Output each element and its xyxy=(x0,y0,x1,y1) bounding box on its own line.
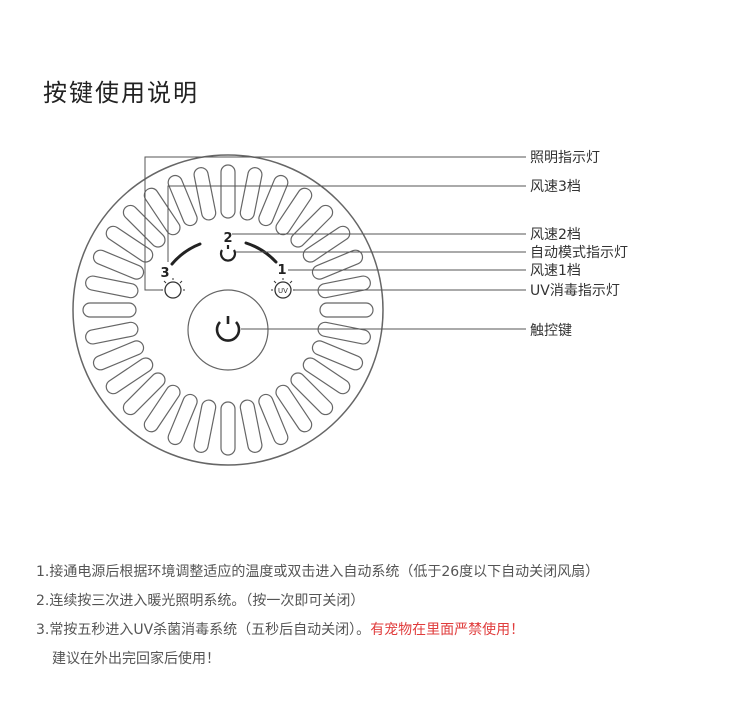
grille-slot xyxy=(92,249,145,280)
callout-light-indicator: 照明指示灯 xyxy=(530,150,600,166)
page-title: 按键使用说明 xyxy=(43,79,199,108)
leader-lines xyxy=(144,156,526,330)
grille-slot xyxy=(317,275,371,299)
callout-uv-indicator: UV消毒指示灯 xyxy=(530,283,620,299)
grille-slot xyxy=(317,321,371,345)
grille-slot xyxy=(122,372,166,416)
grille-slot xyxy=(290,204,334,248)
uv-badge: UV xyxy=(278,287,288,295)
uv-lamp-icon: UV xyxy=(271,278,295,299)
note-item-2: 2.连续按三次进入暖光照明系统。（按一次即可关闭） xyxy=(36,593,365,609)
grille-slot xyxy=(311,249,364,280)
grille-slot xyxy=(167,174,198,227)
grille-slot xyxy=(258,393,289,446)
fan-speed-2-mark: 2 xyxy=(223,231,232,246)
grille-slot xyxy=(311,340,364,371)
grille-slot xyxy=(220,164,236,219)
grille-slot xyxy=(319,302,374,318)
grille-slot xyxy=(290,372,334,416)
leader-fan-speed-3 xyxy=(167,185,526,262)
grille-slot xyxy=(275,384,313,433)
grille-slot xyxy=(105,357,154,395)
touch-key-ring[interactable] xyxy=(187,289,269,371)
grille-slot xyxy=(193,167,217,221)
light-bulb-icon xyxy=(161,278,185,299)
power-icon[interactable] xyxy=(215,316,241,342)
grille-slot xyxy=(85,321,139,345)
grille-slot xyxy=(167,393,198,446)
usage-notes: 1.接通电源后根据环境调整适应的温度或双击进入自动系统（低于26度以下自动关闭风… xyxy=(36,558,599,674)
grille-slot xyxy=(239,399,263,453)
grille-slot xyxy=(105,225,154,263)
fan-speed-3-mark: 3 xyxy=(160,266,169,281)
note-item-3: 3.常按五秒进入UV杀菌消毒系统（五秒后自动关闭）。有宠物在里面严禁使用！ xyxy=(36,622,525,638)
callout-touch-key: 触控键 xyxy=(530,323,572,339)
grille-slot xyxy=(302,225,351,263)
auto-mode-icon xyxy=(219,245,237,262)
grille-slot xyxy=(85,275,139,299)
grille-slot xyxy=(239,167,263,221)
note-item-1: 1.接通电源后根据环境调整适应的温度或双击进入自动系统（低于26度以下自动关闭风… xyxy=(36,564,600,580)
grille-slots xyxy=(82,164,374,456)
grille-slot xyxy=(143,384,181,433)
fan-arc-right xyxy=(244,241,278,264)
callout-fan-speed-1: 风速1档 xyxy=(530,263,581,279)
grille-slot xyxy=(82,302,137,318)
grille-slot xyxy=(258,174,289,227)
pet-warning: 有宠物在里面严禁使用！ xyxy=(370,622,525,638)
callout-auto-mode-indicator: 自动模式指示灯 xyxy=(530,245,628,261)
grille-slot xyxy=(302,357,351,395)
grille-slot xyxy=(92,340,145,371)
callout-fan-speed-2: 风速2档 xyxy=(530,227,581,243)
fan-arc-left xyxy=(170,242,202,266)
note-item-4: 建议在外出完回家后使用！ xyxy=(52,651,220,667)
grille-slot xyxy=(122,204,166,248)
callout-fan-speed-3: 风速3档 xyxy=(530,179,581,195)
grille-slot xyxy=(193,399,217,453)
leader-light-indicator xyxy=(144,156,526,291)
fan-speed-1-mark: 1 xyxy=(277,263,286,278)
grille-slot xyxy=(220,401,236,456)
